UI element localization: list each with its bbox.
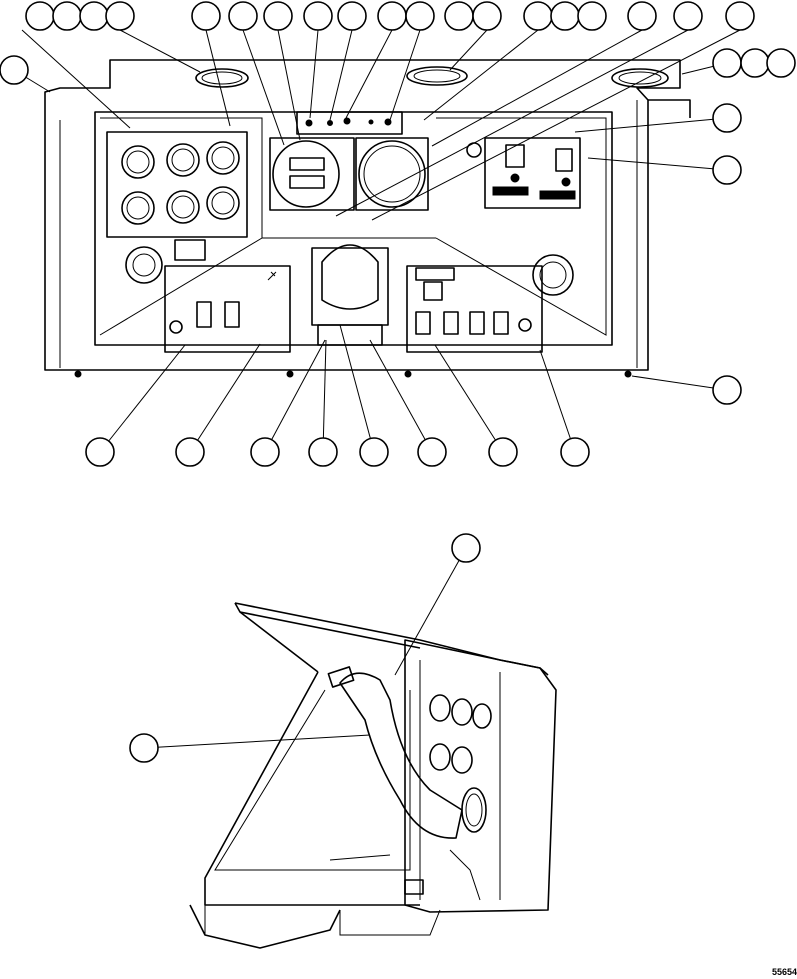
callout-bubble bbox=[725, 1, 755, 31]
switch-plate bbox=[484, 137, 581, 209]
side-body bbox=[204, 671, 420, 906]
callout-bubble bbox=[228, 1, 258, 31]
lower-left-panel bbox=[164, 265, 291, 353]
leader-lines-bottom bbox=[143, 547, 467, 749]
flexible-duct bbox=[339, 672, 463, 839]
callout-bubble bbox=[444, 1, 474, 31]
hour-meter bbox=[272, 140, 340, 208]
callout-bubble bbox=[627, 1, 657, 31]
internal-components bbox=[404, 694, 492, 901]
center-bracket bbox=[317, 324, 383, 346]
callout-bubble bbox=[712, 375, 742, 405]
callout-bubble bbox=[766, 48, 796, 78]
callout-bubbles-top bbox=[0, 1, 796, 467]
callout-bubble bbox=[712, 103, 742, 133]
leader-lines-top bbox=[13, 29, 741, 453]
callout-bubble bbox=[0, 55, 29, 85]
callout-bubble bbox=[25, 1, 55, 31]
callout-bubble bbox=[377, 1, 407, 31]
top-opening-center bbox=[406, 66, 468, 86]
callout-bubble bbox=[577, 1, 607, 31]
side-cutaway-view bbox=[189, 602, 557, 949]
callout-bubble bbox=[488, 437, 518, 467]
callout-bubble bbox=[79, 1, 109, 31]
callout-bubble bbox=[337, 1, 367, 31]
callout-bubble bbox=[250, 437, 280, 467]
callout-bubble bbox=[263, 1, 293, 31]
top-opening-right bbox=[611, 68, 669, 88]
panel-face bbox=[94, 111, 613, 346]
callout-bubble bbox=[712, 155, 742, 185]
panel-housing bbox=[44, 59, 681, 371]
left-knob bbox=[125, 246, 163, 284]
callout-bubble bbox=[405, 1, 435, 31]
callout-bubble bbox=[359, 437, 389, 467]
meter-plate-left bbox=[269, 137, 355, 211]
callout-bubbles-bottom bbox=[129, 533, 481, 763]
front-panel-view bbox=[44, 59, 691, 378]
callout-bubble bbox=[417, 437, 447, 467]
callout-bubble bbox=[52, 1, 82, 31]
gauge-meter bbox=[358, 140, 426, 208]
center-duct-boot bbox=[321, 244, 379, 310]
callout-bubble bbox=[740, 48, 770, 78]
receptacle-plate bbox=[106, 131, 248, 238]
callout-bubble bbox=[560, 437, 590, 467]
panel-lid bbox=[234, 602, 549, 676]
left-indicator-window bbox=[174, 239, 206, 261]
callout-bubble bbox=[175, 437, 205, 467]
callout-bubble bbox=[85, 437, 115, 467]
callout-bubble bbox=[523, 1, 553, 31]
cutaway-break bbox=[189, 904, 341, 949]
callout-bubble bbox=[472, 1, 502, 31]
callout-bubble bbox=[673, 1, 703, 31]
callout-bubble bbox=[303, 1, 333, 31]
callout-bubble bbox=[712, 48, 742, 78]
lower-right-panel bbox=[406, 265, 543, 353]
duct-clamp bbox=[327, 666, 355, 688]
callout-bubble bbox=[129, 733, 159, 763]
figure-id: 55654 bbox=[772, 967, 797, 977]
callout-bubble bbox=[451, 533, 481, 563]
callout-bubble bbox=[308, 437, 338, 467]
front-enclosure bbox=[404, 639, 557, 913]
top-opening-left bbox=[195, 68, 249, 88]
callout-bubble bbox=[550, 1, 580, 31]
callout-bubble bbox=[105, 1, 135, 31]
right-knob bbox=[532, 254, 574, 296]
callout-bubble bbox=[191, 1, 221, 31]
receptacle-group bbox=[121, 141, 240, 225]
panel-light bbox=[466, 142, 482, 158]
